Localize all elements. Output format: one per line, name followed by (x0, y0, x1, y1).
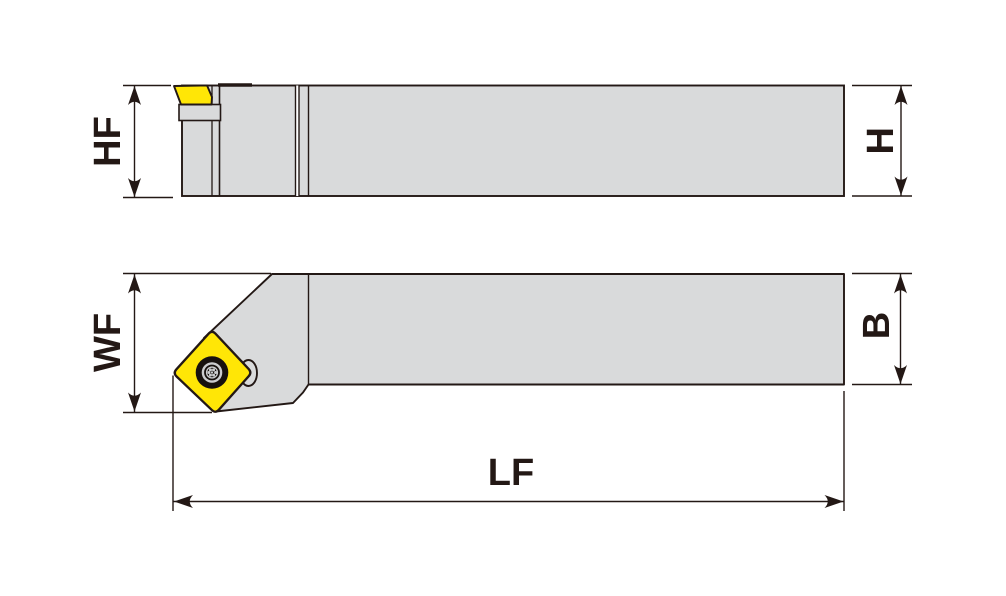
dimension-lf (172, 375, 845, 511)
plan-view-body (203, 273, 845, 413)
label-hf: HF (87, 116, 129, 167)
screw-head-rim (204, 364, 220, 381)
screw-torx-lobes (207, 368, 218, 377)
dimension-wf (123, 272, 271, 414)
arrowhead (128, 274, 141, 294)
plan-view (173, 273, 845, 413)
side-view-shank-body (181, 84, 845, 197)
arrowhead (894, 365, 907, 384)
dimension-hf (123, 84, 173, 199)
arrowhead (894, 274, 907, 294)
arrowhead (894, 86, 908, 105)
dimensions (123, 84, 912, 511)
side-view-clamp-block (178, 103, 222, 122)
clamp-screw (195, 356, 229, 389)
arrowhead (174, 495, 193, 508)
label-b: B (856, 312, 898, 339)
arrowhead (824, 495, 844, 508)
arrowhead (128, 392, 141, 412)
arrowhead (128, 178, 141, 197)
side-view (173, 83, 845, 197)
label-lf: LF (488, 452, 534, 494)
label-h: H (860, 127, 902, 154)
arrowhead (128, 86, 141, 105)
label-wf: WF (87, 313, 129, 372)
arrowhead (894, 176, 908, 196)
side-view-insert (173, 84, 213, 106)
dimension-b (852, 272, 912, 386)
dimension-h (852, 84, 912, 197)
dimension-labels: HF H WF B LF (87, 116, 902, 494)
seam-gap (295, 85, 299, 196)
